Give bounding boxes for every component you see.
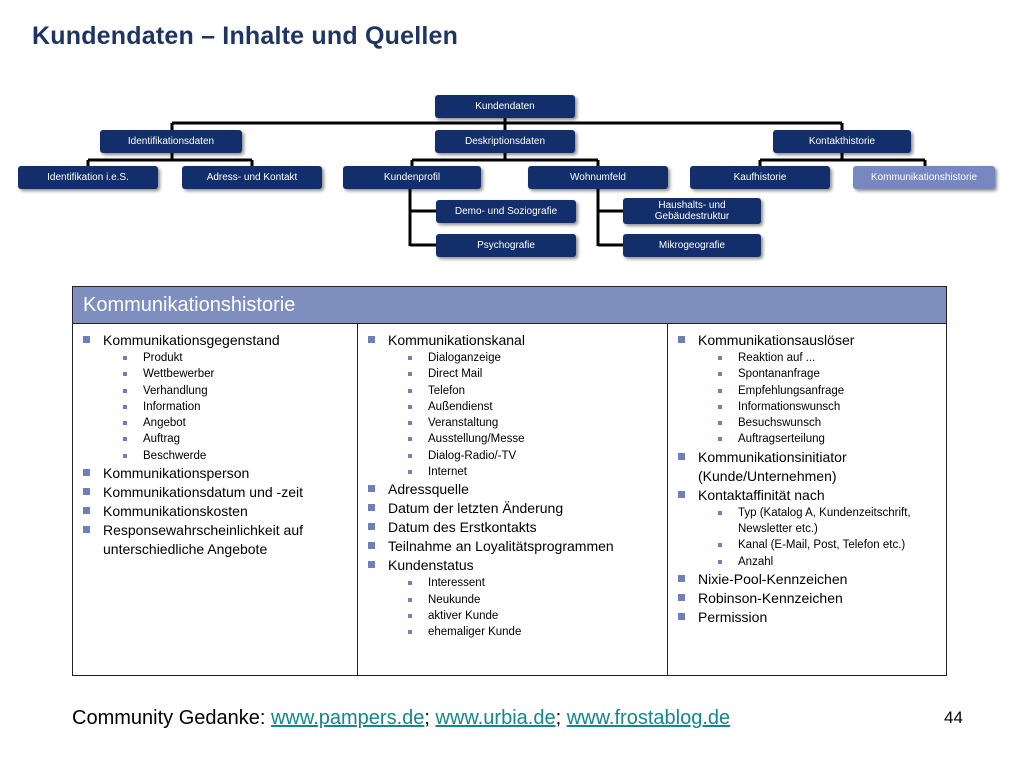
sub-list-item: ehemaliger Kunde	[358, 624, 667, 640]
sub-list-item: Auftragserteilung	[668, 431, 948, 447]
list-item: Kommunikationsperson	[73, 464, 357, 483]
list-item: Kommunikationsinitiator (Kunde/Unternehm…	[668, 448, 948, 486]
kommunikationshistorie-panel: Kommunikationshistorie Kommunikationsgeg…	[72, 286, 947, 676]
list-item: Datum des Erstkontakts	[358, 518, 667, 537]
list-item: Responsewahrscheinlichkeit auf unterschi…	[73, 521, 357, 559]
list-item: Robinson-Kennzeichen	[668, 589, 948, 608]
sub-list-item: Spontananfrage	[668, 366, 948, 382]
sub-list-item: Veranstaltung	[358, 415, 667, 431]
node-kaufhistorie: Kaufhistorie	[690, 166, 830, 189]
sub-list-item: Direct Mail	[358, 366, 667, 382]
list-item: Kommunikationsdatum und -zeit	[73, 483, 357, 502]
list-item: Adressquelle	[358, 480, 667, 499]
link-pampers[interactable]: www.pampers.de	[270, 707, 425, 729]
sub-list-item: Produkt	[73, 350, 357, 366]
link-urbia[interactable]: www.urbia.de	[435, 707, 556, 729]
sub-list-item: Auftrag	[73, 431, 357, 447]
footer-separator: ;	[555, 707, 567, 729]
sub-list-item: Interessent	[358, 575, 667, 591]
sub-list-item: Kanal (E-Mail, Post, Telefon etc.)	[668, 537, 948, 553]
node-deskriptionsdaten: Deskriptionsdaten	[435, 130, 575, 153]
list-item: Kommunikationskosten	[73, 502, 357, 521]
slide-title: Kundendaten – Inhalte und Quellen	[32, 22, 459, 50]
node-identifikation-ies: Identifikation i.e.S.	[18, 166, 158, 189]
sub-list-item: Anzahl	[668, 554, 948, 570]
node-kundendaten: Kundendaten	[435, 95, 575, 118]
sub-list-item: Telefon	[358, 383, 667, 399]
sub-list-item: Typ (Katalog A, Kundenzeitschrift, Newsl…	[668, 505, 948, 538]
node-kommunikationshistorie: Kommunikationshistorie	[853, 166, 995, 189]
sub-list-item: Außendienst	[358, 399, 667, 415]
list-item: Nixie-Pool-Kennzeichen	[668, 570, 948, 589]
node-psychografie: Psychografie	[436, 234, 576, 257]
page-number: 44	[944, 708, 963, 727]
list-item: Kommunikationsauslöser	[668, 331, 948, 350]
sub-list-item: aktiver Kunde	[358, 608, 667, 624]
list-item: Datum der letzten Änderung	[358, 499, 667, 518]
sub-list-item: Ausstellung/Messe	[358, 431, 667, 447]
sub-list-item: Verhandlung	[73, 383, 357, 399]
sub-list-item: Reaktion auf ...	[668, 350, 948, 366]
panel-header: Kommunikationshistorie	[73, 287, 946, 324]
footer-separator: ;	[424, 707, 436, 729]
sub-list-item: Angebot	[73, 415, 357, 431]
node-demo-soziografie: Demo- und Soziografie	[436, 200, 576, 223]
node-kontakthistorie: Kontakthistorie	[773, 130, 911, 153]
list-item: Kundenstatus	[358, 556, 667, 575]
sub-list-item: Neukunde	[358, 592, 667, 608]
list-item: Teilnahme an Loyalitätsprogrammen	[358, 537, 667, 556]
node-identifikationsdaten: Identifikationsdaten	[100, 130, 242, 153]
list-item: Kontaktaffinität nach	[668, 486, 948, 505]
sub-list-item: Beschwerde	[73, 448, 357, 464]
sub-list-item: Wettbewerber	[73, 366, 357, 382]
list-item: Kommunikationskanal	[358, 331, 667, 350]
sub-list-item: Besuchswunsch	[668, 415, 948, 431]
sub-list-item: Dialoganzeige	[358, 350, 667, 366]
link-frostablog[interactable]: www.frostablog.de	[566, 707, 731, 729]
list-item: Permission	[668, 608, 948, 627]
node-adress-kontakt: Adress- und Kontakt	[182, 166, 322, 189]
sub-list-item: Dialog-Radio/-TV	[358, 448, 667, 464]
tree-connectors	[86, 117, 927, 247]
footer-links: Community Gedanke: www.pampers.de; www.u…	[72, 707, 730, 730]
sub-list-item: Internet	[358, 464, 667, 480]
sub-list-item: Information	[73, 399, 357, 415]
node-kundenprofil: Kundenprofil	[343, 166, 481, 189]
list-item: Kommunikationsgegenstand	[73, 331, 357, 350]
node-wohnumfeld: Wohnumfeld	[528, 166, 668, 189]
sub-list-item: Informationswunsch	[668, 399, 948, 415]
node-mikrogeografie: Mikrogeografie	[623, 234, 761, 257]
node-haushalts-gebaeudestruktur: Haushalts- und Gebäudestruktur	[623, 198, 761, 224]
footer-prefix: Community Gedanke:	[72, 707, 271, 729]
sub-list-item: Empfehlungsanfrage	[668, 383, 948, 399]
